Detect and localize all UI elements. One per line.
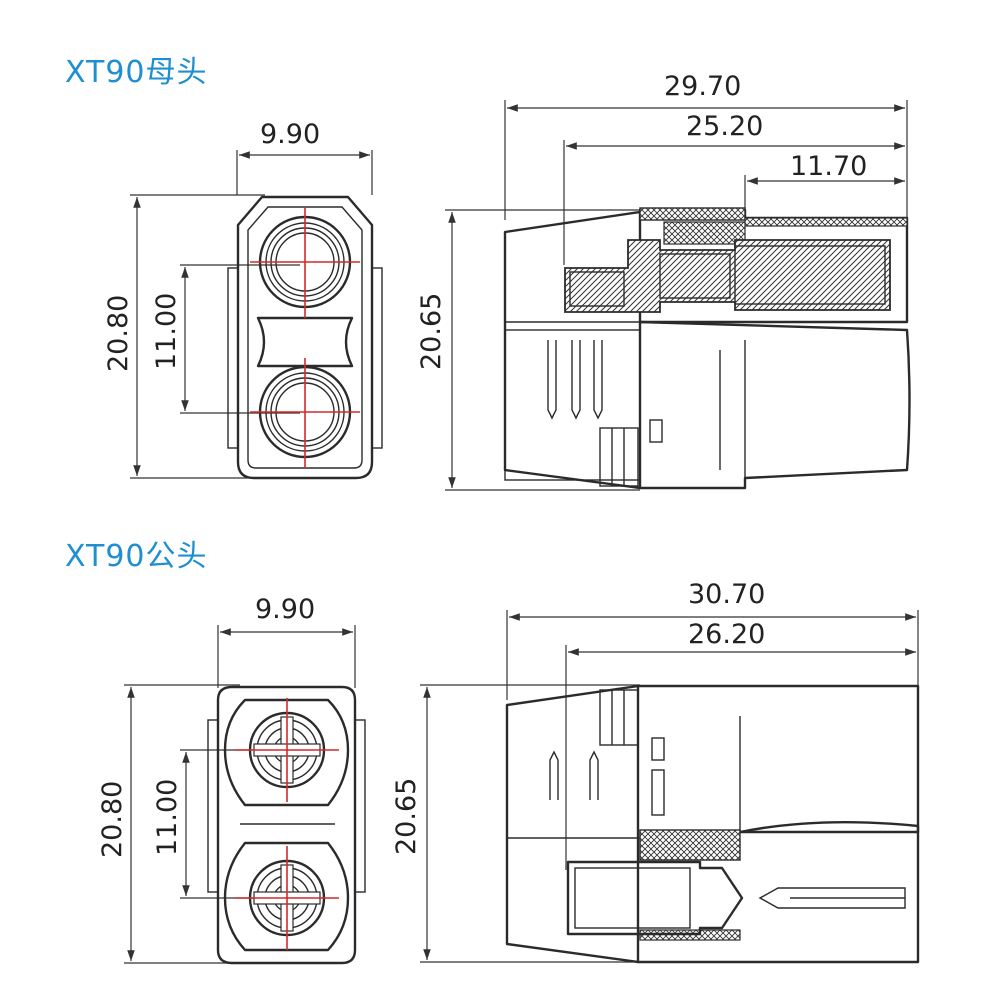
female-pin-pitch-dim: 11.00 — [151, 293, 182, 370]
female-side-length-total-dim: 29.70 — [664, 71, 741, 102]
male-front-height-dim: 20.80 — [97, 781, 128, 858]
female-side-length-inner-dim: 25.20 — [686, 111, 763, 142]
female-front-height-dim: 20.80 — [103, 295, 134, 372]
male-front-view: 9.90 20.80 11.00 — [97, 594, 366, 965]
male-pin-pitch-dim: 11.00 — [152, 779, 183, 856]
female-side-length-tube-dim: 11.70 — [790, 151, 867, 182]
female-front-width-dim: 9.90 — [260, 119, 320, 150]
female-side-view: 29.70 25.20 11.70 20.65 — [416, 71, 911, 491]
male-side-height-dim: 20.65 — [391, 778, 422, 855]
female-side-height-dim: 20.65 — [416, 293, 447, 370]
male-side-length-inner-dim: 26.20 — [688, 619, 765, 650]
female-front-view: 9.90 20.80 11.00 — [103, 119, 383, 480]
female-title: XT90母头 — [65, 55, 208, 90]
male-front-width-dim: 9.90 — [255, 594, 315, 625]
male-side-length-total-dim: 30.70 — [688, 579, 765, 610]
male-title: XT90公头 — [65, 539, 208, 574]
male-side-view: 30.70 26.20 20.65 — [391, 579, 920, 964]
